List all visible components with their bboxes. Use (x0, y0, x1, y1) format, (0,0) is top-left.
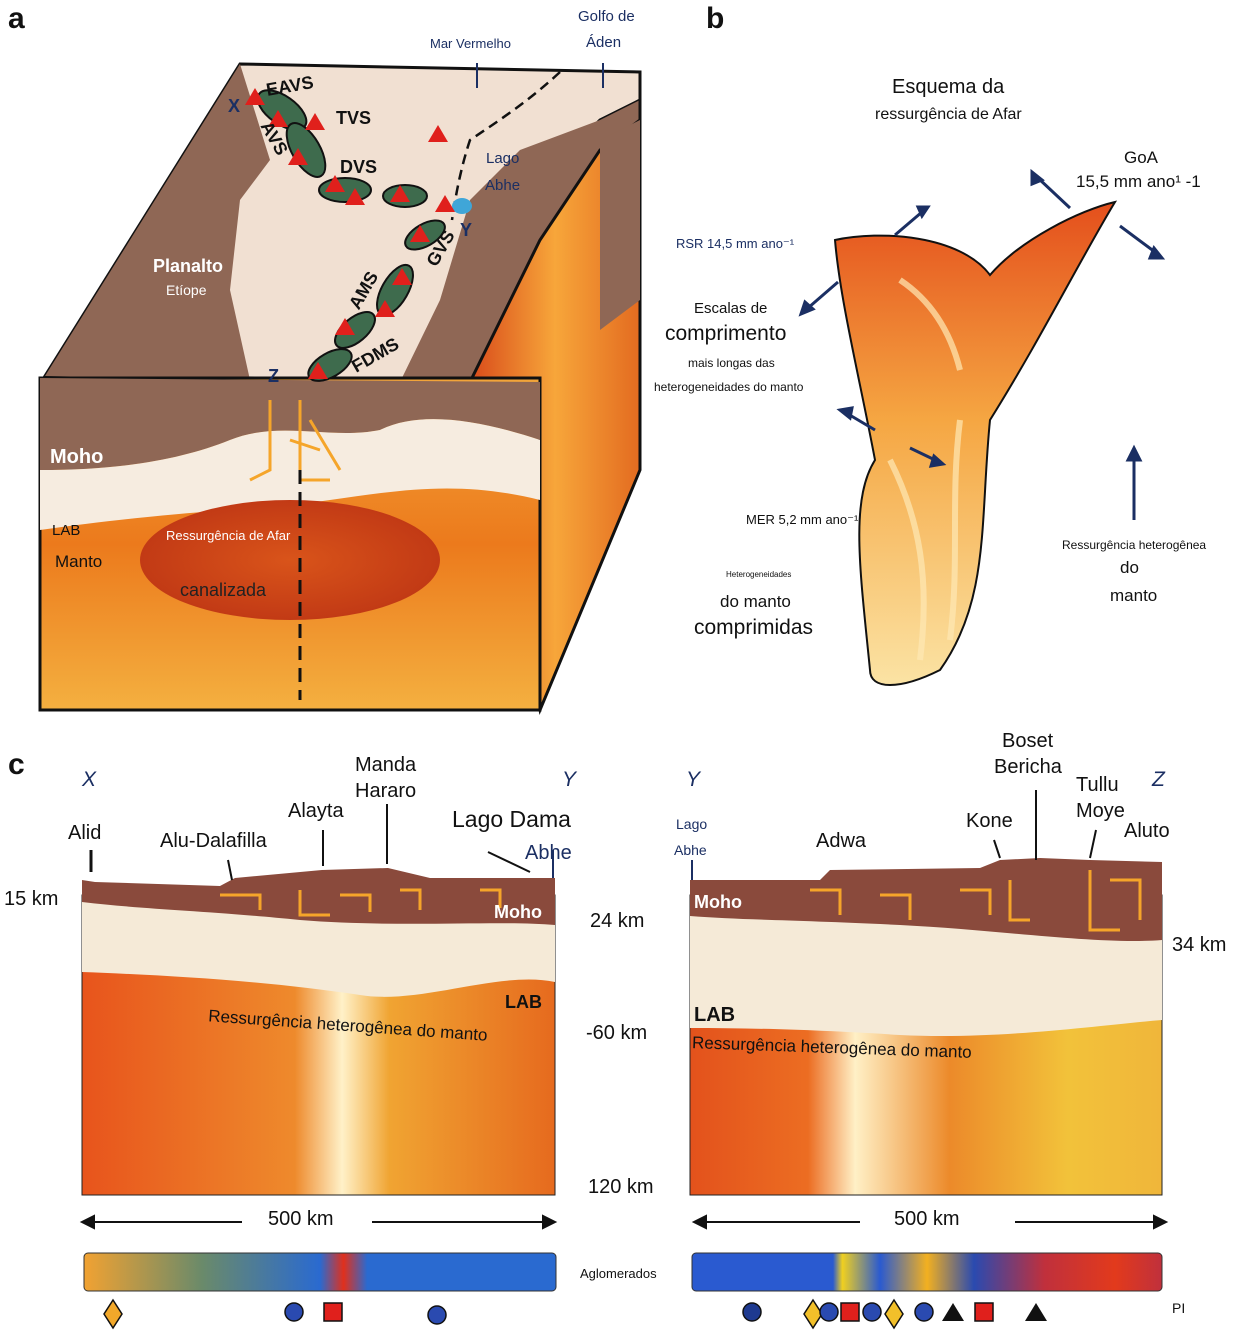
label-scale-left: 500 km (268, 1208, 334, 1230)
label-compressed-1: Heterogeneidades (726, 570, 792, 579)
label-hararo: Hararo (355, 780, 417, 802)
label-clusters: Aglomerados (580, 1266, 657, 1281)
label-abhe-right: Abhe (674, 842, 707, 858)
label-kone: Kone (966, 810, 1013, 832)
label-goa-1: GoA (1124, 148, 1159, 167)
crust-layer (40, 378, 540, 470)
label-c-y-left: Y (562, 768, 577, 791)
label-pi: PI (1172, 1300, 1186, 1316)
ethiopian-plateau (45, 64, 270, 380)
scale-arrows (79, 1214, 1169, 1230)
label-alid: Alid (68, 822, 102, 844)
label-dvs: DVS (340, 157, 378, 177)
somali-plateau (400, 100, 640, 382)
rift-axis-line (450, 71, 561, 221)
label-point-x: X (228, 96, 241, 116)
label-abhe-left: Abhe (525, 842, 572, 864)
label-bericha: Bericha (994, 756, 1062, 778)
label-compressed-3: comprimidas (694, 616, 814, 639)
label-tvs: TVS (336, 108, 372, 128)
section-left-dikes (220, 888, 502, 917)
label-depth-24: 24 km (590, 910, 645, 932)
label-compressed-2: do manto (720, 592, 791, 611)
label-depth-60: -60 km (586, 1022, 648, 1044)
label-plateau-2: Etíope (166, 282, 207, 298)
panel-label-a: a (8, 2, 25, 35)
label-gulf-aden-1: Golfo de (578, 8, 635, 25)
label-mer: MER 5,2 mm ano⁻¹ (746, 512, 859, 527)
label-c-y-right: Y (686, 768, 701, 791)
label-alayta: Alayta (288, 800, 344, 822)
label-lake-2: Abhe (485, 177, 521, 194)
label-lake-1: Lago (486, 150, 520, 167)
label-point-y: Y (460, 220, 473, 240)
upwelling-body (833, 200, 1118, 686)
label-plume-a-1: Ressurgência de Afar (166, 528, 291, 543)
label-lab-a: LAB (52, 522, 81, 539)
label-scales-4: heterogeneidades do manto (654, 380, 804, 394)
label-moye: Moye (1076, 800, 1125, 822)
label-upwelling-b-2: do (1120, 558, 1139, 577)
label-aluto: Aluto (1124, 820, 1170, 842)
cluster-bar-right (691, 1252, 1163, 1292)
lake-abhe (452, 198, 472, 214)
title-b-1: Esquema da (892, 76, 1005, 98)
label-scales-2: comprimento (665, 322, 787, 345)
label-rsr: RSR 14,5 mm ano⁻¹ (676, 236, 795, 251)
label-gulf-aden-2: Áden (586, 34, 622, 51)
cross-sections (79, 790, 1169, 1330)
label-manda: Manda (355, 754, 417, 776)
label-lab-c-right: LAB (694, 1004, 736, 1026)
divergence-arrows (798, 168, 1166, 520)
cluster-bar-left (83, 1252, 557, 1292)
label-upwelling-b-3: manto (1110, 586, 1158, 605)
label-moho-a: Moho (50, 446, 104, 468)
label-depth-120: 120 km (588, 1176, 654, 1198)
label-depth-15: 15 km (4, 888, 59, 910)
label-moho-c-right: Moho (694, 892, 742, 912)
label-alu-dalafilla: Alu-Dalafilla (160, 830, 267, 852)
title-b-2: ressurgência de Afar (875, 106, 1022, 123)
label-upwelling-b-1: Ressurgência heterogênea (1062, 538, 1207, 552)
afar-plume (140, 500, 440, 620)
label-lab-c-left: LAB (505, 992, 542, 1012)
label-plume-a-2: canalizada (180, 580, 267, 600)
label-moho-c-left: Moho (494, 902, 542, 922)
block-diagram (38, 62, 642, 716)
label-scales-1: Escalas de (694, 300, 768, 317)
volcano-icons (245, 88, 455, 379)
pi-symbols (103, 1298, 1047, 1330)
upwelling-schematic (798, 168, 1166, 686)
label-scale-right: 500 km (894, 1208, 960, 1230)
lithosphere-layer (40, 419, 540, 530)
label-tullu: Tullu (1076, 774, 1119, 796)
label-boset: Boset (1002, 730, 1054, 752)
label-c-z: Z (1152, 768, 1165, 791)
label-mantle-a: Manto (55, 552, 103, 571)
label-depth-34: 34 km (1172, 934, 1227, 956)
label-point-z: Z (268, 366, 279, 386)
label-plateau-1: Planalto (153, 256, 224, 276)
section-left-crust (82, 868, 555, 925)
label-goa-2: 15,5 mm ano¹ -1 (1076, 172, 1201, 191)
label-lago-dama: Lago Dama (452, 806, 571, 832)
label-scales-3: mais longas das (688, 356, 775, 370)
section-right-dikes (810, 870, 1142, 932)
panel-label-c: c (8, 748, 25, 781)
label-lago-right: Lago (676, 816, 708, 832)
label-c-x: X (82, 768, 97, 791)
panel-label-b: b (706, 2, 725, 35)
label-red-sea: Mar Vermelho (430, 36, 511, 51)
label-adwa: Adwa (816, 830, 867, 852)
leader-lines (227, 790, 1097, 881)
section-right-crust (690, 858, 1162, 942)
